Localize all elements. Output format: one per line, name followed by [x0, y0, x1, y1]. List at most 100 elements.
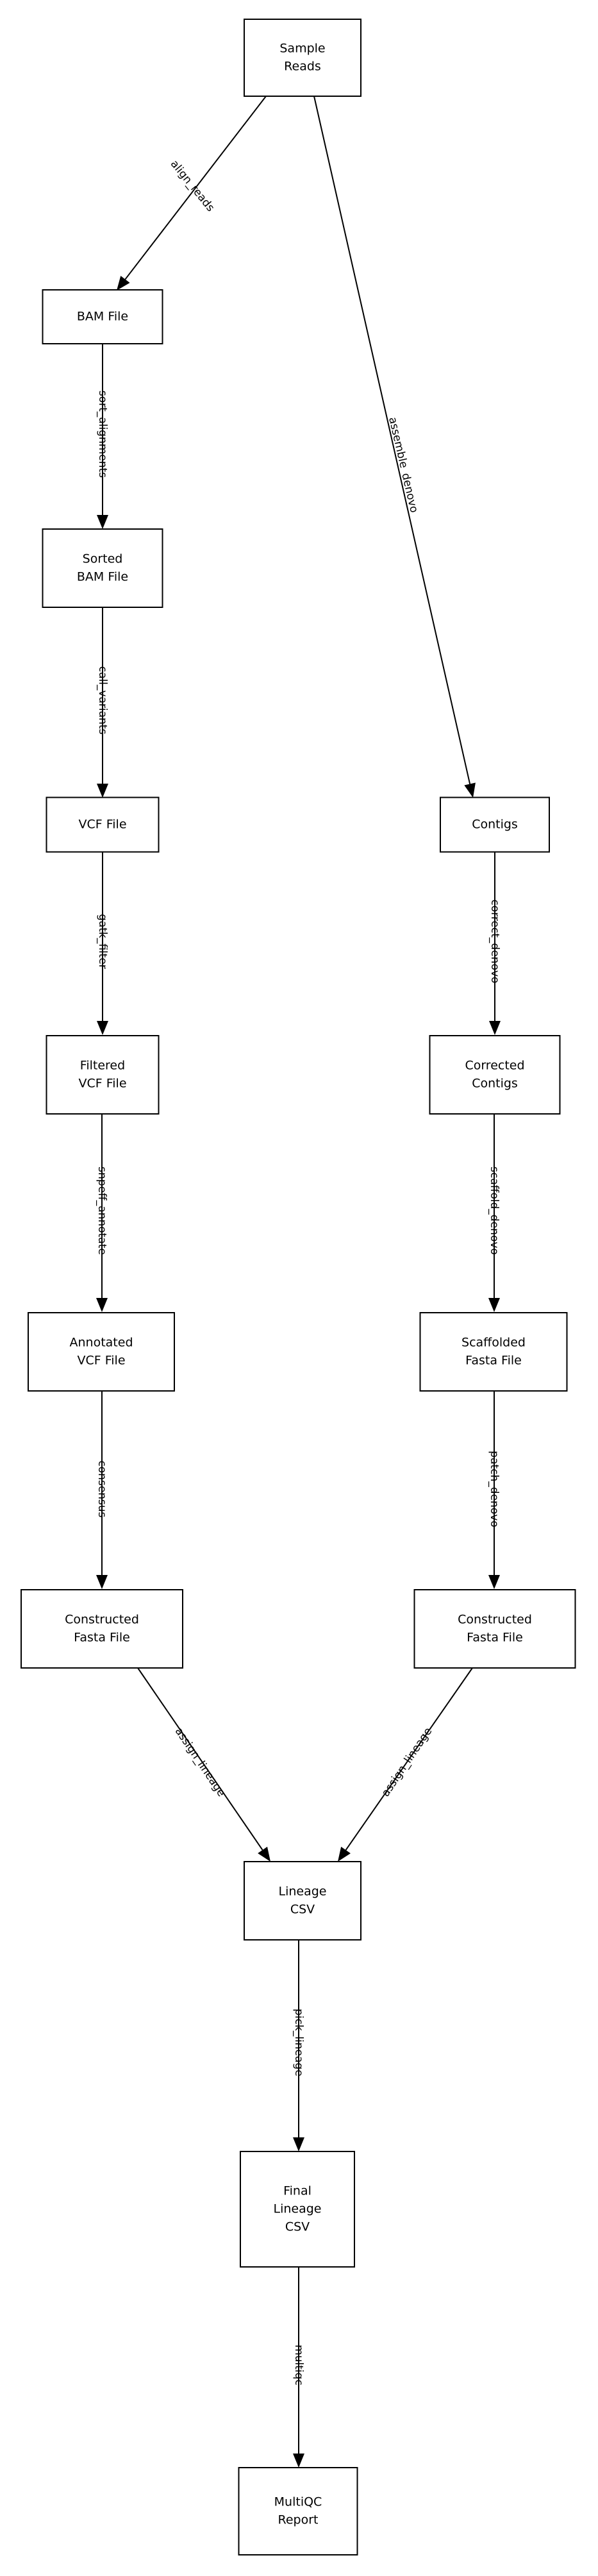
- arrowhead-icon: [117, 276, 130, 290]
- node-contigs[interactable]: Contigs: [440, 796, 550, 853]
- arrowhead-icon: [97, 1021, 108, 1035]
- node-label: CSV: [290, 1903, 315, 1917]
- node-label: Final: [283, 2184, 311, 2198]
- edge-label: assign_lineage: [172, 1725, 228, 1799]
- node-label: Lineage: [279, 1885, 327, 1899]
- node-label: Fasta File: [465, 1354, 522, 1368]
- node-label: Constructed: [65, 1613, 139, 1627]
- edge-multiqc: multiqc: [292, 2267, 305, 2468]
- edge-label: multiqc: [292, 2344, 305, 2386]
- edge-patch_denovo: patch_denovo: [488, 1391, 501, 1589]
- arrowhead-icon: [258, 1846, 270, 1862]
- edge-label: consensus: [96, 1460, 108, 1517]
- edge-line: [345, 1667, 473, 1851]
- node-box[interactable]: [240, 2151, 355, 2268]
- edge-correct_denovo: correct_denovo: [488, 852, 501, 1035]
- arrowhead-icon: [96, 1298, 108, 1312]
- node-box[interactable]: [238, 2467, 358, 2555]
- edge-label: assign_lineage: [379, 1725, 435, 1799]
- edge-line: [124, 96, 267, 280]
- node-label: Contigs: [472, 818, 518, 832]
- arrowhead-icon: [489, 1021, 501, 1035]
- edge-label: patch_denovo: [488, 1451, 501, 1527]
- edge-align_reads: align_reads: [117, 96, 267, 290]
- node-label: MultiQC: [274, 2495, 322, 2509]
- node-box[interactable]: [46, 796, 160, 853]
- edge-consensus: consensus: [96, 1391, 108, 1589]
- node-box[interactable]: [42, 528, 163, 608]
- edge-label: call_variants: [96, 666, 109, 735]
- arrowhead-icon: [293, 2454, 304, 2468]
- arrowhead-icon: [96, 1575, 108, 1589]
- edge-label: snpeff_annotate: [96, 1166, 108, 1255]
- node-label: Filtered: [80, 1059, 125, 1073]
- edge-sort_alignments: sort_alignments: [96, 344, 109, 529]
- node-label: VCF File: [78, 1077, 126, 1091]
- node-box[interactable]: [46, 1035, 160, 1115]
- node-label: Reads: [284, 60, 321, 74]
- edge-label: assemble_denovo: [386, 416, 420, 514]
- node-box[interactable]: [419, 1312, 568, 1392]
- node-label: Scaffolded: [461, 1336, 526, 1350]
- arrowhead-icon: [488, 1575, 500, 1589]
- node-label: BAM File: [77, 570, 128, 584]
- node-label: Lineage: [274, 2202, 322, 2216]
- edge-label: align_reads: [168, 158, 217, 214]
- arrowhead-icon: [97, 515, 108, 529]
- arrowhead-icon: [97, 784, 108, 798]
- node-box[interactable]: [413, 1589, 576, 1669]
- node-label: Sorted: [83, 552, 123, 566]
- edge-assemble_denovo: assemble_denovo: [313, 96, 476, 798]
- edge-label: sort_alignments: [96, 391, 109, 478]
- edge-label: gatk_filter: [96, 914, 109, 969]
- edge-line: [313, 96, 471, 784]
- node-box[interactable]: [21, 1589, 183, 1669]
- edge-assign_lineage_l: assign_lineage: [137, 1667, 270, 1862]
- edge-assign_lineage_r: assign_lineage: [338, 1667, 473, 1862]
- node-box[interactable]: [440, 796, 550, 853]
- node-label: VCF File: [78, 818, 126, 832]
- edge-line: [137, 1667, 263, 1851]
- node-label: Fasta File: [467, 1631, 523, 1645]
- node-box[interactable]: [429, 1035, 561, 1115]
- arrowhead-icon: [293, 2137, 304, 2151]
- node-label: VCF File: [77, 1354, 125, 1368]
- node-label: CSV: [285, 2220, 310, 2234]
- node-box[interactable]: [28, 1312, 175, 1392]
- edge-label: pick_lineage: [292, 2008, 305, 2076]
- node-label: Annotated: [70, 1336, 133, 1350]
- node-label: Fasta File: [74, 1631, 130, 1645]
- edge-gatk_filter: gatk_filter: [96, 852, 109, 1035]
- node-box[interactable]: [244, 1861, 361, 1940]
- arrowhead-icon: [464, 782, 476, 798]
- node-box[interactable]: [244, 19, 361, 97]
- edge-pick_lineage: pick_lineage: [292, 1940, 305, 2151]
- node-label: Constructed: [458, 1613, 532, 1627]
- node-box[interactable]: [42, 289, 163, 344]
- node-bam-file[interactable]: BAM File: [42, 289, 163, 344]
- node-label: BAM File: [77, 310, 128, 324]
- node-label: Sample: [279, 42, 325, 56]
- edge-label: scaffold_denovo: [488, 1166, 501, 1255]
- edge-scaffold_denovo: scaffold_denovo: [488, 1114, 501, 1312]
- node-label: Corrected: [465, 1059, 524, 1073]
- node-label: Contigs: [472, 1077, 518, 1091]
- edges-layer: align_reads assemble_denovo sort_alignment…: [96, 96, 501, 2468]
- node-vcf-file[interactable]: VCF File: [46, 796, 160, 853]
- edge-label: correct_denovo: [488, 900, 501, 984]
- arrowhead-icon: [338, 1846, 351, 1862]
